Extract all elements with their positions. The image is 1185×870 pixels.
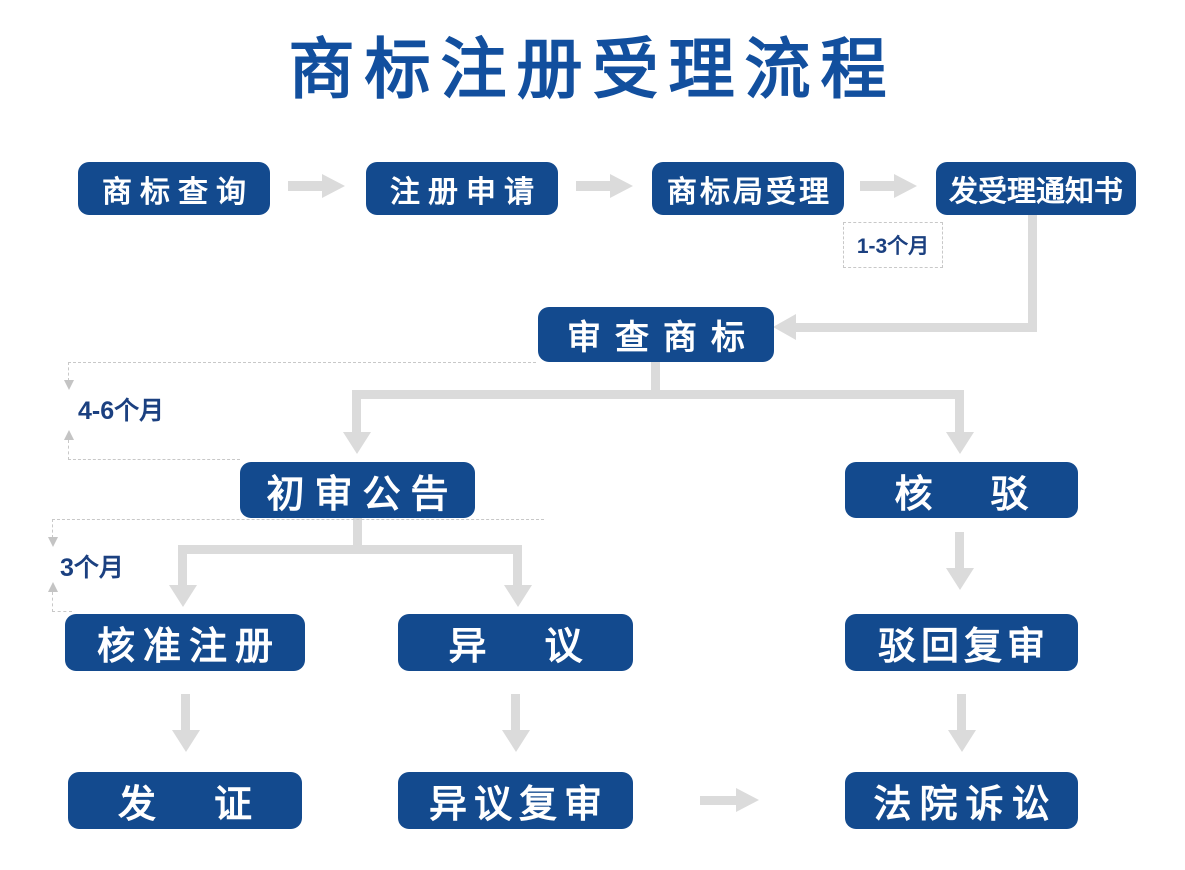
connector-shaft bbox=[860, 181, 894, 191]
guide-arrow-up-icon bbox=[48, 582, 58, 592]
node-label: 初审公告 bbox=[266, 473, 459, 516]
connector-vertical bbox=[1028, 215, 1037, 332]
duration-label: 1-3个月 bbox=[856, 235, 930, 258]
node-registration-application: 注册申请 bbox=[366, 162, 558, 215]
arrowhead-down-icon bbox=[504, 585, 532, 607]
connector-shaft bbox=[955, 532, 964, 568]
guide-line bbox=[52, 611, 72, 612]
guide-arrow-up-icon bbox=[64, 430, 74, 440]
page-title: 商标注册受理流程 bbox=[288, 32, 897, 106]
connector-vertical bbox=[955, 390, 964, 432]
node-label: 发受理通知书 bbox=[948, 175, 1123, 208]
guide-line bbox=[68, 362, 536, 363]
node-label: 核准注册 bbox=[96, 626, 281, 668]
node-trademark-examination: 审查商标 bbox=[538, 307, 774, 362]
connector-shaft bbox=[511, 694, 520, 730]
arrowhead-down-icon bbox=[169, 585, 197, 607]
arrowhead-right-icon bbox=[322, 174, 345, 198]
node-rejection: 核驳 bbox=[845, 462, 1078, 518]
connector-shaft bbox=[288, 181, 322, 191]
connector-vertical bbox=[352, 390, 361, 432]
arrowhead-down-icon bbox=[172, 730, 200, 752]
arrowhead-right-icon bbox=[736, 788, 759, 812]
guide-line bbox=[52, 519, 544, 520]
connector-horizontal bbox=[178, 545, 522, 554]
node-label: 异议复审 bbox=[428, 784, 609, 826]
connector-horizontal bbox=[352, 390, 964, 399]
guide-line bbox=[68, 459, 240, 460]
guide-line bbox=[52, 519, 53, 538]
arrowhead-right-icon bbox=[894, 174, 917, 198]
node-rejection-review: 驳回复审 bbox=[845, 614, 1078, 671]
node-opposition: 异议 bbox=[398, 614, 633, 671]
node-office-acceptance: 商标局受理 bbox=[652, 162, 844, 215]
node-preliminary-publication: 初审公告 bbox=[240, 462, 475, 518]
node-trademark-search: 商标查询 bbox=[78, 162, 270, 215]
duration-label: 3个月 bbox=[60, 554, 124, 582]
node-certificate-issuance: 发证 bbox=[68, 772, 302, 829]
node-label: 驳回复审 bbox=[877, 626, 1050, 668]
node-label: 注册申请 bbox=[390, 175, 542, 209]
guide-line bbox=[68, 362, 69, 381]
arrowhead-down-icon bbox=[502, 730, 530, 752]
node-label: 核驳 bbox=[894, 473, 1087, 516]
arrowhead-down-icon bbox=[948, 730, 976, 752]
node-label: 法院诉讼 bbox=[873, 784, 1058, 826]
arrowhead-right-icon bbox=[610, 174, 633, 198]
node-label: 审查商标 bbox=[567, 319, 759, 357]
arrowhead-down-icon bbox=[946, 568, 974, 590]
node-label: 异议 bbox=[448, 626, 641, 668]
connector-shaft bbox=[957, 694, 966, 730]
connector-horizontal bbox=[795, 323, 1037, 332]
arrowhead-down-icon bbox=[343, 432, 371, 454]
arrowhead-down-icon bbox=[946, 432, 974, 454]
guide-line bbox=[52, 592, 53, 612]
connector-shaft bbox=[181, 694, 190, 730]
duration-label: 4-6个月 bbox=[78, 397, 165, 425]
connector-vertical bbox=[513, 545, 522, 585]
guide-arrow-down-icon bbox=[64, 380, 74, 390]
guide-line bbox=[68, 440, 69, 460]
connector-stub bbox=[651, 362, 660, 392]
connector-vertical bbox=[178, 545, 187, 585]
node-court-litigation: 法院诉讼 bbox=[845, 772, 1078, 829]
arrowhead-left-icon bbox=[773, 314, 796, 340]
guide-arrow-down-icon bbox=[48, 537, 58, 547]
connector-stub bbox=[353, 518, 362, 547]
duration-acceptance-period: 1-3个月 bbox=[843, 222, 943, 268]
node-approval-registration: 核准注册 bbox=[65, 614, 305, 671]
node-acceptance-notice: 发受理通知书 bbox=[936, 162, 1136, 215]
node-label: 商标局受理 bbox=[667, 175, 832, 209]
node-opposition-review: 异议复审 bbox=[398, 772, 633, 829]
connector-shaft bbox=[576, 181, 610, 191]
connector-shaft bbox=[700, 796, 736, 805]
node-label: 商标查询 bbox=[102, 175, 254, 209]
node-label: 发证 bbox=[117, 784, 310, 826]
